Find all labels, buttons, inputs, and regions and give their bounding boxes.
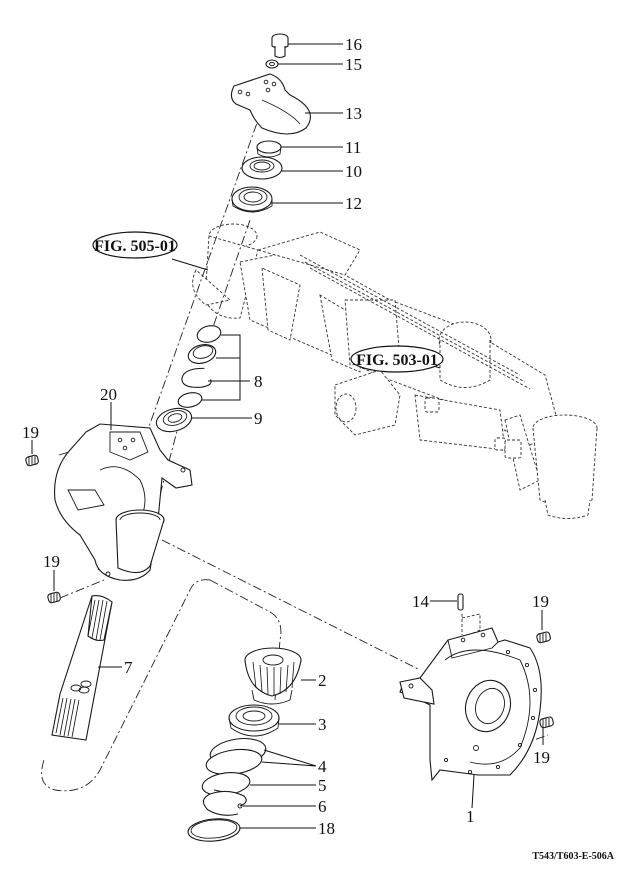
part-12-bearing[interactable] [231, 186, 273, 213]
pin-guide-lines [461, 613, 481, 635]
fig-503-01-reference[interactable]: FIG. 503-01 [350, 345, 444, 373]
callout-9[interactable]: 9 [254, 409, 263, 428]
callout-19-lower-left[interactable]: 19 [43, 552, 60, 571]
part-8-shim-set[interactable] [177, 323, 223, 409]
callout-labels: 16 15 13 11 10 12 8 9 20 19 19 7 2 3 4 5… [22, 35, 550, 838]
callout-6[interactable]: 6 [318, 797, 327, 816]
part-2-bevel-gear[interactable] [244, 647, 302, 705]
callout-19-lower-right[interactable]: 19 [533, 748, 550, 767]
part-18-ring[interactable] [187, 817, 241, 843]
part-14-pin[interactable] [457, 593, 464, 611]
callout-19-upper-left[interactable]: 19 [22, 423, 39, 442]
part-1-final-case[interactable] [399, 627, 542, 782]
part-15-washer[interactable] [265, 59, 279, 69]
callout-11[interactable]: 11 [345, 138, 361, 157]
callout-1[interactable]: 1 [466, 807, 475, 826]
callout-leaders [31, 43, 544, 829]
callout-10[interactable]: 10 [345, 162, 362, 181]
callout-19-upper-right[interactable]: 19 [532, 592, 549, 611]
part-16-bolt[interactable] [271, 33, 289, 59]
part-7-vertical-shaft[interactable] [51, 595, 113, 741]
axle-housing-ghost [192, 223, 598, 519]
callout-8[interactable]: 8 [254, 372, 263, 391]
part-3-bearing[interactable] [228, 704, 280, 737]
callout-2[interactable]: 2 [318, 671, 327, 690]
part-19-plug-b[interactable] [47, 591, 61, 604]
part-19-plug-a[interactable] [25, 454, 39, 467]
drawing-number: T543/T603-E-506A [532, 851, 614, 862]
callout-5[interactable]: 5 [318, 776, 327, 795]
callout-13[interactable]: 13 [345, 104, 362, 123]
fig-505-01-label: FIG. 505-01 [94, 238, 176, 255]
callout-12[interactable]: 12 [345, 194, 362, 213]
callout-14[interactable]: 14 [412, 592, 430, 611]
part-13-cover-plate[interactable] [230, 73, 311, 135]
fig-503-01-label: FIG. 503-01 [356, 352, 438, 369]
part-6-snap-ring[interactable] [202, 790, 247, 816]
part-19-plug-d[interactable] [539, 716, 554, 729]
callout-7[interactable]: 7 [124, 658, 133, 677]
fig-505-01-reference[interactable]: FIG. 505-01 [92, 231, 178, 259]
part-10-oil-seal[interactable] [241, 156, 283, 180]
part-9-bearing[interactable] [154, 405, 194, 436]
part-19-plug-c[interactable] [536, 631, 551, 644]
part-20-gear-case[interactable] [54, 423, 193, 581]
callout-20[interactable]: 20 [100, 385, 117, 404]
part-4-shim-rings[interactable] [205, 735, 268, 778]
callout-18[interactable]: 18 [318, 819, 335, 838]
part-11-collar[interactable] [256, 140, 282, 158]
callout-16[interactable]: 16 [345, 35, 362, 54]
callout-3[interactable]: 3 [318, 715, 327, 734]
callout-4[interactable]: 4 [318, 757, 327, 776]
callout-15[interactable]: 15 [345, 55, 362, 74]
